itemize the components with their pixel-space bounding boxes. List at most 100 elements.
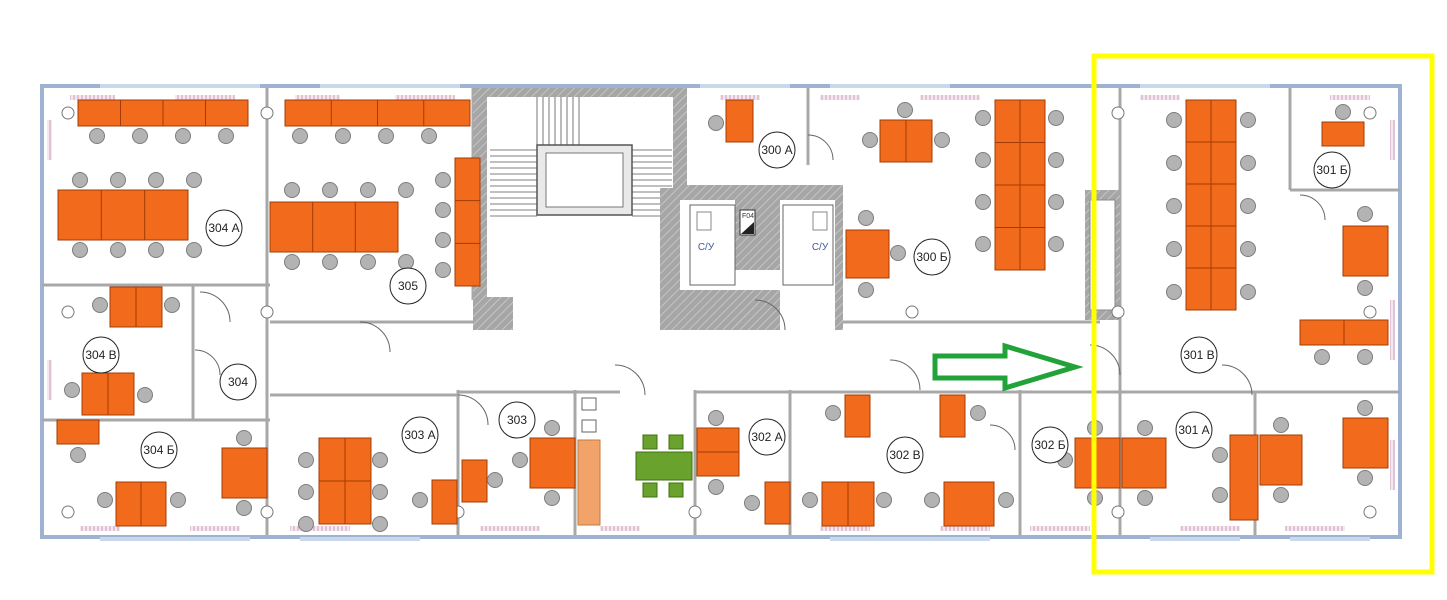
radiator <box>820 95 860 100</box>
room-label: 303 А <box>401 416 439 454</box>
direction-arrow <box>932 342 1084 392</box>
core-wall <box>680 290 780 330</box>
desk-block <box>109 286 163 328</box>
window-strip <box>1290 537 1370 541</box>
chair <box>64 382 80 398</box>
room-label: 304 А <box>205 209 243 247</box>
chair <box>708 479 724 495</box>
chair <box>186 172 202 188</box>
core-wall <box>660 188 680 330</box>
desk <box>725 99 754 143</box>
desk <box>943 481 995 527</box>
window-strip <box>700 84 790 88</box>
room-label-circle <box>498 401 536 439</box>
radiator <box>1285 526 1345 531</box>
column <box>688 505 702 519</box>
room-label: 300 Б <box>913 238 951 276</box>
chair <box>744 495 760 511</box>
room-label-circle <box>1180 336 1218 374</box>
desk <box>1342 225 1389 277</box>
column <box>905 305 919 319</box>
room-label-text: 304 <box>228 375 248 389</box>
desk-block <box>221 447 268 499</box>
room-label-circle <box>140 431 178 469</box>
chair <box>132 128 148 144</box>
chair <box>1240 198 1256 214</box>
chair <box>1048 194 1064 210</box>
chair <box>236 500 252 516</box>
desk-block <box>1342 417 1389 469</box>
chair <box>1357 206 1373 222</box>
chair <box>164 297 180 313</box>
door-swing <box>989 424 1016 451</box>
chair <box>360 182 376 198</box>
desk-block <box>115 481 167 527</box>
window-strip <box>1150 537 1240 541</box>
desk-block <box>725 99 754 143</box>
room-label-text: 300 Б <box>916 250 947 264</box>
chair <box>802 492 818 508</box>
desk-block <box>81 372 135 416</box>
toilet <box>812 211 828 231</box>
desk-block <box>1321 121 1365 147</box>
chair <box>284 254 300 270</box>
chair <box>858 282 874 298</box>
desk-block <box>844 394 871 438</box>
chair <box>412 492 428 508</box>
desk <box>939 394 966 438</box>
radiator <box>600 526 640 531</box>
chair <box>975 236 991 252</box>
chair <box>1335 104 1351 120</box>
chair <box>1357 470 1373 486</box>
chair <box>1357 349 1373 365</box>
door-swing <box>754 299 786 331</box>
chair <box>292 128 308 144</box>
desk-block <box>696 427 740 477</box>
radiator <box>720 95 760 100</box>
chair <box>186 242 202 258</box>
radiator <box>920 95 980 100</box>
chair <box>1240 112 1256 128</box>
room-label: 304 <box>219 363 257 401</box>
chair <box>970 405 986 421</box>
chair <box>148 172 164 188</box>
furniture-layer <box>56 99 1389 532</box>
room-label-text: 305 <box>398 279 418 293</box>
desk <box>1229 434 1259 521</box>
desk-block <box>939 394 966 438</box>
chair <box>1048 152 1064 168</box>
chair <box>175 128 191 144</box>
chair <box>1357 400 1373 416</box>
lift-cabin <box>545 152 624 208</box>
radiator <box>175 95 235 100</box>
chair <box>218 128 234 144</box>
column <box>1111 106 1125 120</box>
radiator <box>1390 300 1395 360</box>
chair <box>72 172 88 188</box>
chair <box>298 516 314 532</box>
dining-table <box>635 451 693 481</box>
radiator <box>47 120 52 160</box>
chair <box>1314 349 1330 365</box>
wc-label: С/У <box>812 242 829 253</box>
room-label-text: 301 Б <box>1316 163 1347 177</box>
desk <box>454 157 481 287</box>
desk-block <box>1342 225 1389 277</box>
chair <box>236 430 252 446</box>
radiator <box>70 95 115 100</box>
column <box>260 505 274 519</box>
desk <box>845 229 890 279</box>
chair <box>89 128 105 144</box>
shaft-label: F04 <box>742 213 754 220</box>
desk-block <box>1121 437 1167 489</box>
radiator <box>1140 95 1180 100</box>
desk-block <box>269 201 399 253</box>
column <box>61 305 75 319</box>
chair <box>975 110 991 126</box>
chair <box>298 484 314 500</box>
dining-chair <box>668 482 684 498</box>
chair <box>435 262 451 278</box>
room-label-circle <box>82 336 120 374</box>
desk-block <box>1185 99 1237 311</box>
